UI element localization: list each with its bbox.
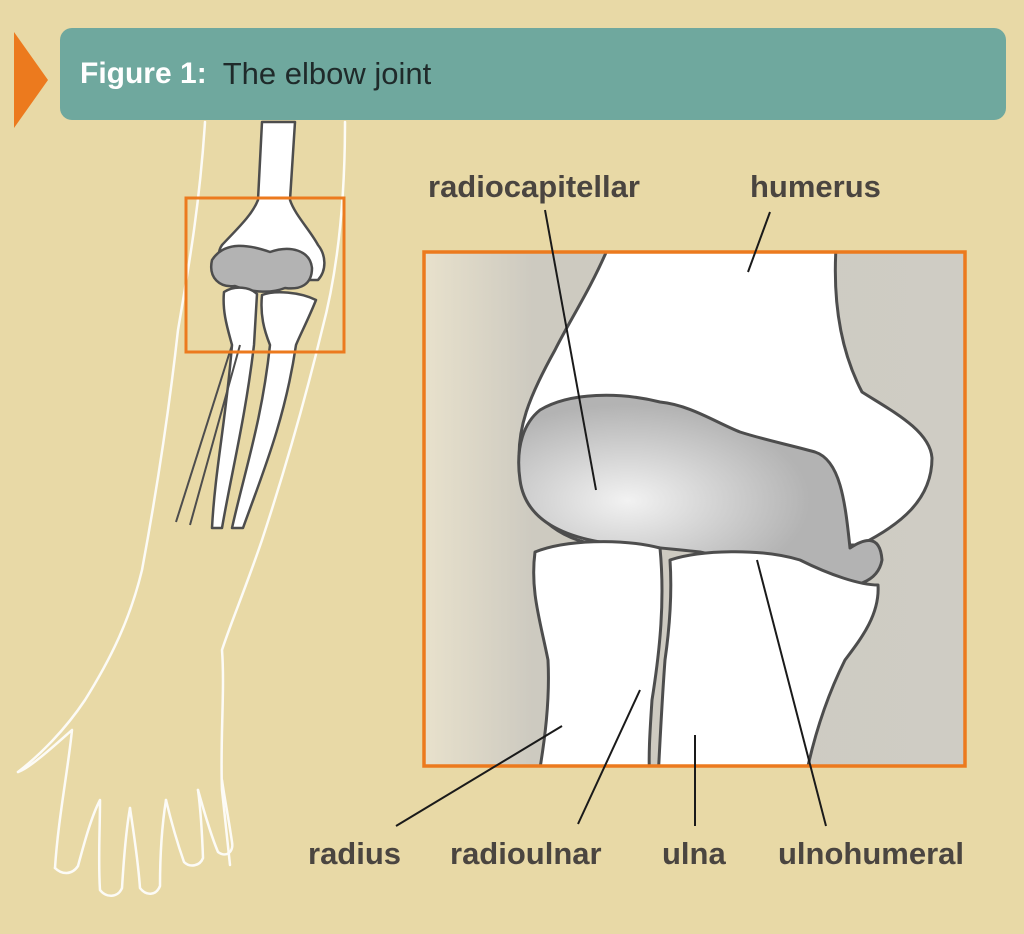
small-arm-bones [211, 122, 324, 528]
label-ulnohumeral: ulnohumeral [778, 838, 964, 869]
label-radioulnar: radioulnar [450, 838, 602, 869]
label-radiocapitellar: radiocapitellar [428, 171, 640, 202]
radius-bone [534, 542, 662, 780]
label-ulna: ulna [662, 838, 726, 869]
label-radius: radius [308, 838, 401, 869]
zoomed-joint-view [424, 248, 965, 780]
label-humerus: humerus [750, 171, 881, 202]
